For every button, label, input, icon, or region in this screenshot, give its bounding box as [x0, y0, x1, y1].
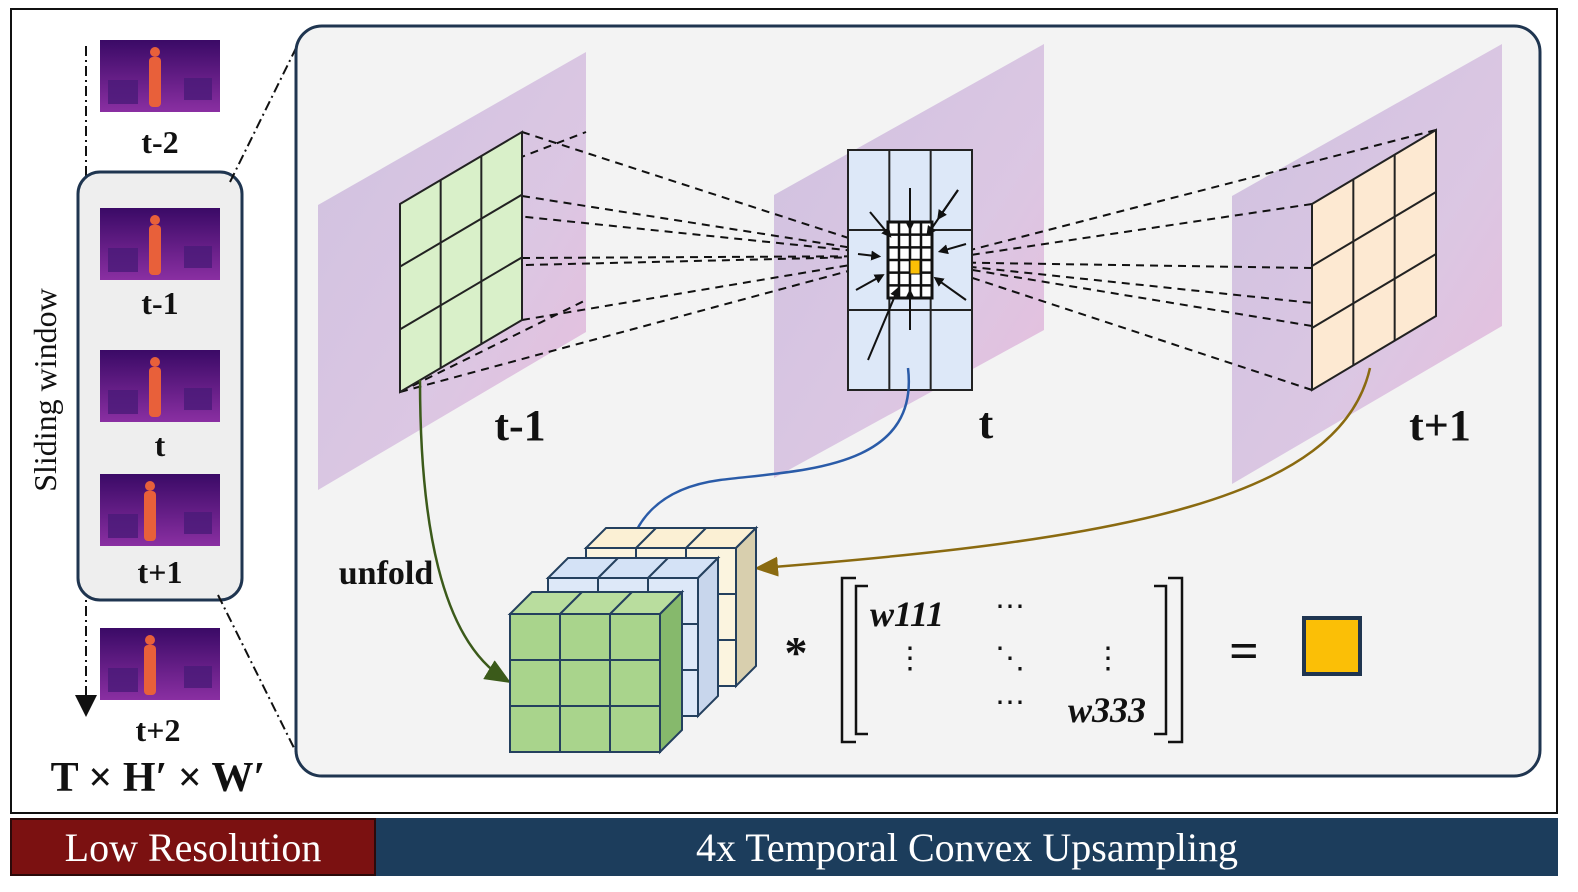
grid-t+1: [1311, 128, 1437, 392]
plane-label-t: t: [979, 399, 994, 448]
center-to-cube-arrow: [615, 367, 911, 584]
upsampling-label: 4x Temporal Convex Upsampling: [696, 824, 1238, 870]
frame-thumbnail: [100, 40, 220, 112]
frame-label-t-2: t-2: [141, 124, 178, 160]
matrix-hdots-bottom: ⋯: [995, 686, 1025, 719]
dimension-label: T × H′ × W′: [51, 755, 266, 801]
frame-thumbnail: [100, 474, 220, 546]
zoom-line-bottom: [217, 594, 297, 753]
person-figure: [144, 645, 156, 695]
frame-label-t-1: t-1: [141, 285, 178, 321]
frame-label-t+2: t+2: [136, 712, 181, 748]
matrix-outer-right-bracket: [1168, 576, 1184, 744]
flow-arrow: [867, 286, 900, 361]
flow-arrow: [857, 250, 882, 261]
matrix-inner-left-bracket: [854, 584, 868, 736]
flow-arrow: [933, 276, 967, 301]
upsampling-bar: 4x Temporal Convex Upsampling: [376, 818, 1558, 876]
matrix-inner-right-bracket: [1154, 584, 1168, 736]
frame-thumbnail: [100, 628, 220, 700]
plane-label-t-1: t-1: [494, 401, 545, 450]
flow-arrow: [855, 274, 885, 291]
sliding-window-label: Sliding window: [27, 288, 63, 492]
unfold-arrow: [418, 379, 512, 684]
frame-thumbnail: [100, 208, 220, 280]
person-figure: [149, 57, 161, 107]
weight-matrix: [840, 576, 1184, 744]
matrix-w111: w111: [870, 594, 944, 634]
frame-label-t+1: t+1: [138, 554, 183, 590]
matrix-outer-left-bracket: [840, 576, 856, 744]
fine-grid: [886, 220, 934, 300]
t+1-to-cube-arrow: [754, 367, 1372, 577]
low-resolution-label: Low Resolution: [64, 824, 322, 870]
low-resolution-bar: Low Resolution: [10, 818, 376, 876]
feature-cube: [507, 589, 685, 755]
person-figure: [149, 225, 161, 275]
matrix-vdots-right: ⋮: [1093, 642, 1123, 675]
frame-thumbnail: [100, 350, 220, 422]
frame-label-t: t: [155, 427, 166, 463]
unfolded-cubes: [507, 525, 759, 755]
multiply-symbol: *: [785, 627, 808, 678]
flow-arrow: [869, 211, 892, 238]
equals-symbol: =: [1229, 623, 1259, 680]
matrix-w333: w333: [1068, 690, 1146, 730]
matrix-ddots: ⋱: [995, 642, 1025, 675]
grid-t-1: [399, 130, 523, 394]
plane-label-t+1: t+1: [1409, 401, 1471, 450]
matrix-hdots-top: ⋯: [995, 590, 1025, 623]
result-square: [1302, 616, 1362, 676]
matrix-vdots-left: ⋮: [895, 642, 925, 675]
flow-arrow: [937, 243, 967, 255]
person-figure: [149, 367, 161, 417]
zoom-line-top: [229, 39, 301, 183]
grid-t: [847, 149, 973, 391]
person-figure: [144, 491, 156, 541]
unfold-label: unfold: [339, 555, 434, 592]
figure-border: [10, 8, 1558, 814]
target-pixel: [909, 259, 921, 275]
